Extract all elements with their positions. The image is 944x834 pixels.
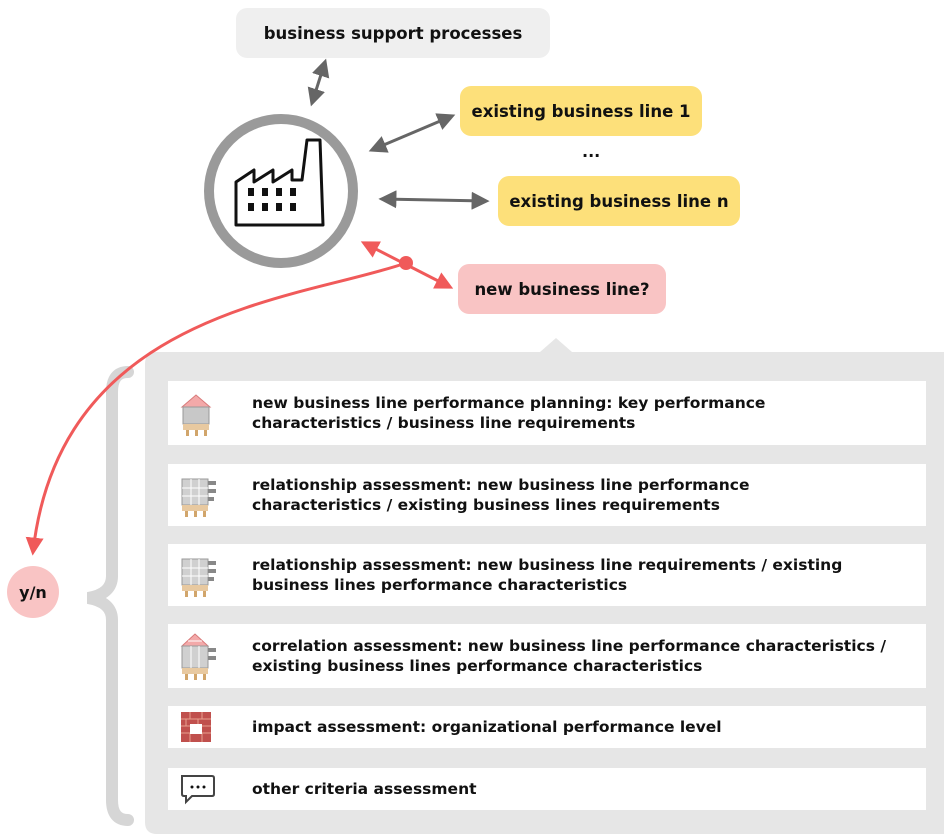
criteria-row: other criteria assessment (168, 768, 926, 810)
criteria-row: relationship assessment: new business li… (168, 544, 926, 606)
house-roof-icon (168, 381, 238, 445)
junction-dot (399, 256, 413, 270)
existing-line-first-label: existing business line 1 (471, 101, 691, 121)
house-correlation-icon (168, 624, 238, 688)
new-business-line-label: new business line? (474, 279, 650, 299)
brick-wall-icon (168, 706, 238, 748)
business-support-pill: business support processes (236, 8, 550, 58)
ellipsis-text: ... (582, 142, 601, 161)
existing-first-arrow (368, 113, 456, 153)
support-arrow (307, 58, 330, 107)
criteria-row: relationship assessment: new business li… (168, 464, 926, 526)
criteria-text: correlation assessment: new business lin… (252, 637, 886, 675)
criteria-text: other criteria assessment (252, 780, 477, 798)
criteria-row: correlation assessment: new business lin… (168, 624, 926, 688)
existing-line-first-pill: existing business line 1 (460, 86, 702, 136)
decision-curve (25, 261, 407, 556)
decision-label: y/n (19, 582, 47, 602)
speech-bubble-icon (168, 768, 238, 810)
existing-last-arrow (378, 190, 490, 210)
criteria-row: impact assessment: organizational perfor… (168, 706, 926, 748)
new-business-line-pill: new business line? (458, 264, 666, 314)
criteria-text: relationship assessment: new business li… (252, 556, 843, 594)
existing-line-last-pill: existing business line n (498, 176, 740, 226)
existing-line-last-label: existing business line n (509, 191, 729, 211)
criteria-row: new business line performance planning: … (168, 381, 926, 445)
decision-circle: y/n (7, 566, 59, 618)
house-grid-icon (168, 544, 238, 606)
house-grid-icon (168, 464, 238, 526)
criteria-text: impact assessment: organizational perfor… (252, 718, 722, 736)
business-support-label: business support processes (263, 23, 523, 43)
criteria-text: new business line performance planning: … (252, 394, 766, 432)
factory-icon (234, 138, 325, 227)
criteria-text: relationship assessment: new business li… (252, 476, 750, 514)
